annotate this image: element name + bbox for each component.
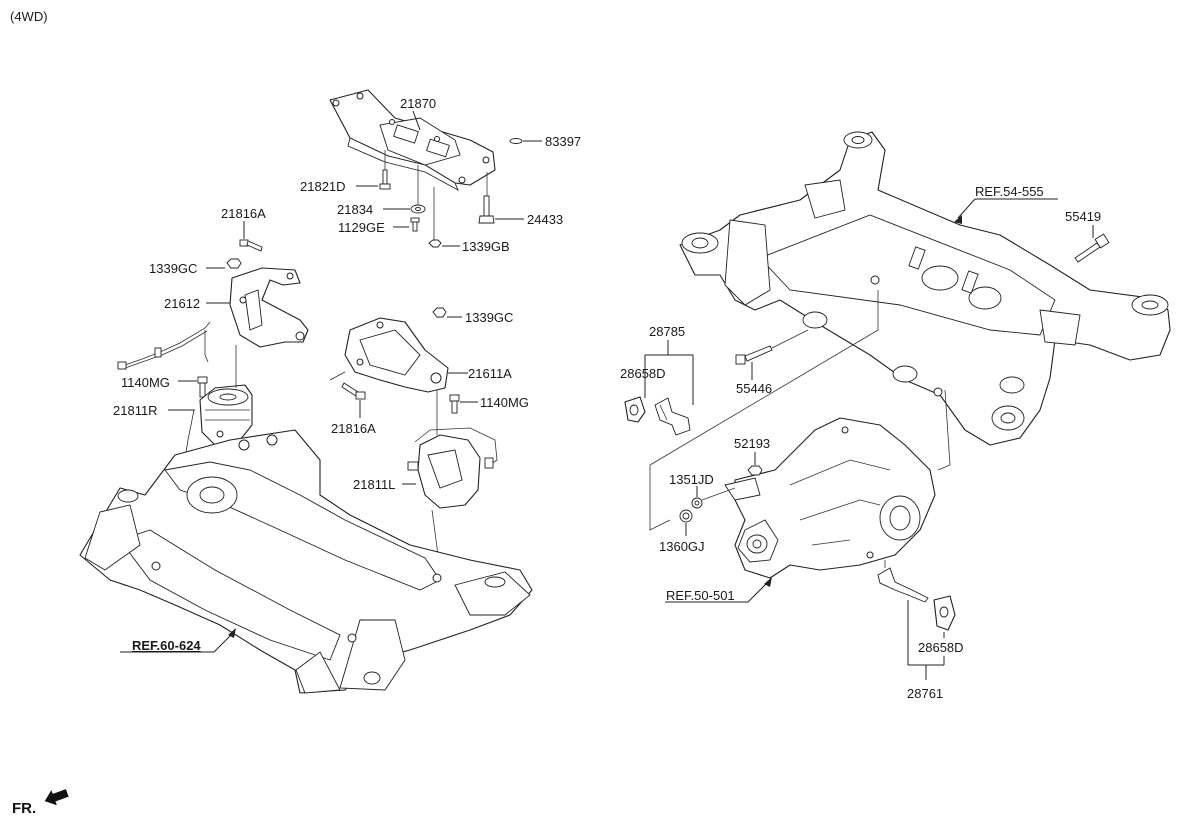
part-label-21870: 21870 (400, 96, 436, 111)
nut-52193[interactable] (747, 465, 763, 476)
rubber-hanger-28658D-right[interactable] (933, 595, 956, 631)
front-subframe[interactable] (79, 429, 533, 694)
part-label-1129GE: 1129GE (338, 220, 385, 235)
part-label-21811R: 21811R (113, 403, 158, 418)
bolt-55446[interactable] (735, 345, 773, 365)
part-label-21612: 21612 (164, 296, 200, 311)
plug-83397[interactable] (509, 138, 523, 144)
part-label-21611A: 21611A (468, 366, 512, 381)
part-label-21834: 21834 (337, 202, 373, 217)
bolt-21821D[interactable] (379, 169, 391, 190)
engine-mount-21811R[interactable] (199, 384, 253, 446)
part-label-1360GJ: 1360GJ (659, 539, 705, 554)
ref-front-subframe[interactable]: REF.60-624 (132, 638, 201, 653)
part-label-21811L: 21811L (353, 477, 395, 492)
variant-label: (4WD) (10, 9, 48, 24)
part-label-1339GC-right: 1339GC (465, 310, 513, 325)
ref-differential[interactable]: REF.50-501 (666, 588, 735, 603)
rubber-hanger-28658D-left[interactable] (624, 396, 646, 423)
transmission-crossmember-21870[interactable] (329, 89, 496, 192)
rear-differential[interactable] (724, 417, 936, 579)
washer-21834[interactable] (410, 204, 426, 214)
engine-mount-bracket-21612[interactable] (229, 267, 309, 348)
part-label-28658D-right: 28658D (918, 640, 964, 655)
part-label-83397: 83397 (545, 134, 581, 149)
bolt-1140MG-left[interactable] (197, 376, 208, 398)
nut-1339GC-right[interactable] (432, 307, 447, 318)
bolt-1129GE[interactable] (410, 217, 420, 232)
hanger-bracket-28785[interactable] (654, 397, 691, 436)
ref-rear-subframe[interactable]: REF.54-555 (975, 184, 1044, 199)
hanger-bracket-28761[interactable] (877, 560, 929, 603)
bolt-21816A-mid[interactable] (341, 382, 366, 400)
engine-mount-bracket-21611A[interactable] (344, 317, 449, 393)
part-label-28785: 28785 (649, 324, 685, 339)
part-label-52193: 52193 (734, 436, 770, 451)
nut-1339GC-left[interactable] (226, 258, 242, 269)
ring-1360GJ[interactable] (679, 509, 693, 523)
part-label-1351JD: 1351JD (669, 472, 714, 487)
bolt-1140MG-right[interactable] (449, 394, 460, 414)
bolt-21816A-top[interactable] (239, 239, 263, 252)
part-label-21821D: 21821D (300, 179, 346, 194)
part-label-24433: 24433 (527, 212, 563, 227)
nut-1339GB[interactable] (428, 239, 442, 248)
bolt-55419[interactable] (1074, 233, 1110, 263)
front-arrow-icon (44, 789, 69, 806)
part-label-21816A-mid: 21816A (331, 421, 376, 436)
engine-mount-21811L[interactable] (407, 427, 498, 509)
part-label-28761: 28761 (907, 686, 943, 701)
rear-subframe[interactable] (679, 131, 1171, 446)
part-label-55446: 55446 (736, 381, 772, 396)
front-orientation-label: FR. (12, 800, 36, 817)
part-label-1140MG-right: 1140MG (480, 395, 529, 410)
part-label-1140MG-left: 1140MG (121, 375, 170, 390)
part-label-1339GB: 1339GB (462, 239, 510, 254)
part-label-28658D-left: 28658D (620, 366, 666, 381)
part-label-1339GC-left: 1339GC (149, 261, 197, 276)
bolt-24433[interactable] (478, 195, 495, 224)
ring-1351JD[interactable] (691, 497, 703, 509)
part-label-21816A-top: 21816A (221, 206, 266, 221)
part-label-55419: 55419 (1065, 209, 1101, 224)
